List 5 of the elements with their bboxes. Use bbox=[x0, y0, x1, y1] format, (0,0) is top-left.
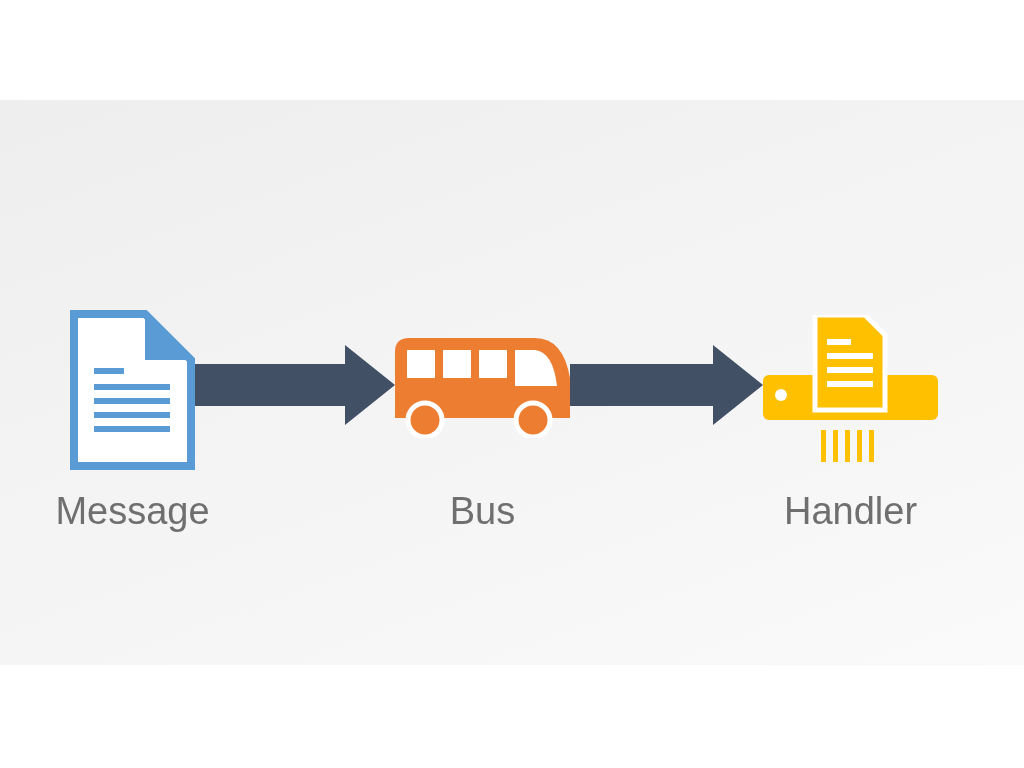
node-label: Handler bbox=[783, 490, 918, 533]
node-label: Message bbox=[55, 490, 210, 533]
node-label: Bus bbox=[449, 490, 516, 533]
arrow bbox=[195, 345, 395, 425]
arrow bbox=[570, 345, 763, 425]
